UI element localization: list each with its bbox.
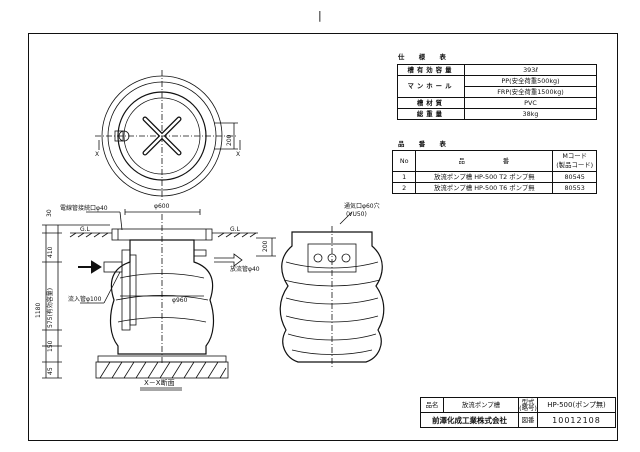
col-code-sub: (製品コード) (556, 161, 594, 169)
top-mark: | (318, 9, 322, 22)
drawing-frame (28, 33, 618, 441)
table-row: 総重量 38kg (397, 108, 597, 120)
col-name: 品 番 (415, 150, 554, 172)
vent-label: 通気口φ60穴 (344, 203, 380, 210)
spec-value: 393ℓ (464, 64, 597, 76)
item-label: 品名 (420, 397, 444, 413)
x-right-label: X (236, 151, 241, 158)
spec-value: FRP(安全荷重1500kg) (464, 86, 597, 98)
dim-575-label: 575(有効容量) (47, 287, 54, 328)
col-no: No (391, 150, 417, 172)
gl-right-label: G.L (230, 226, 240, 233)
diameter-600-label: φ600 (154, 203, 170, 210)
table-row: マンホール PP(安全荷重500kg) (397, 75, 597, 98)
dim-45-label: 45 (47, 367, 54, 375)
part-code: 80545 (552, 171, 597, 183)
drawing-label: 図番 (518, 412, 538, 428)
gl-left-label: G.L (80, 226, 90, 233)
dim-1180-label: 1180 (35, 302, 42, 318)
plan-view (95, 70, 241, 202)
outlet-label: 放流管φ40 (230, 266, 260, 273)
dim-410-label: 410 (47, 246, 54, 258)
dim-200-top-label: 200 (226, 134, 233, 146)
col-code: Mコード (製品コード) (552, 150, 597, 172)
table-row: 槽材質 PVC (397, 97, 597, 109)
cable-port-label: 電線管接続口φ40 (60, 205, 108, 212)
diameter-960-label: φ960 (172, 297, 188, 304)
col-code-label: Mコード (562, 152, 587, 160)
dim-200-side-label: 200 (262, 240, 269, 252)
spec-key: 総重量 (397, 108, 465, 120)
spec-table: 槽有効容量 393ℓ マンホール PP(安全荷重500kg) FRP(安全荷重1… (397, 64, 597, 120)
part-no: 2 (391, 182, 417, 194)
part-code: 80553 (552, 182, 597, 194)
inlet-label: 流入管φ100 (68, 296, 102, 303)
model-label-sub: (略号) (519, 404, 537, 412)
item-name: 放流ポンプ槽 (443, 397, 519, 413)
spec-value: 38kg (464, 108, 597, 120)
table-row: 1 放流ポンプ槽 HP-500 T2 ポンプ無 80545 (391, 171, 597, 183)
leaders (80, 211, 123, 304)
parts-caption: 品 番 表 (398, 140, 450, 148)
vent-sub-label: (VU50) (346, 211, 367, 218)
table-row: 2 放流ポンプ槽 HP-500 T6 ポンプ無 80553 (391, 182, 597, 194)
side-elevation (279, 211, 385, 368)
table-header-row: No 品 番 Mコード (製品コード) (391, 150, 597, 172)
part-name: 放流ポンプ槽 HP-500 T6 ポンプ無 (415, 182, 554, 194)
spec-key: 槽材質 (397, 97, 465, 109)
company-name: 前澤化成工業株式会社 (420, 412, 519, 428)
spec-caption: 仕 様 表 (398, 53, 450, 61)
table-row: 槽有効容量 393ℓ (397, 64, 597, 76)
parts-table: No 品 番 Mコード (製品コード) 1 放流ポンプ槽 HP-500 T2 ポ… (391, 150, 597, 194)
model-label-cell: 型式 (略号) (518, 397, 538, 413)
spec-value: PVC (464, 97, 597, 109)
section-view (42, 209, 276, 391)
x-left-label: X (95, 151, 100, 158)
title-block: 品名 放流ポンプ槽 型式 (略号) HP-500(ポンプ無) 前澤化成工業株式会… (420, 397, 616, 428)
dim-150-label: 150 (47, 340, 54, 352)
table-row: 前澤化成工業株式会社 図番 10012108 (420, 412, 616, 428)
model-label: 型式 (521, 398, 535, 406)
spec-key: マンホール (397, 75, 465, 98)
spec-value: PP(安全荷重500kg) (464, 75, 597, 87)
dim-30-label: 30 (46, 209, 53, 217)
section-label: X－X断面 (144, 379, 175, 387)
part-no: 1 (391, 171, 417, 183)
drawing-number: 10012108 (537, 412, 616, 428)
table-row: 品名 放流ポンプ槽 型式 (略号) HP-500(ポンプ無) (420, 397, 616, 413)
spec-key: 槽有効容量 (397, 64, 465, 76)
part-name: 放流ポンプ槽 HP-500 T2 ポンプ無 (415, 171, 554, 183)
model-value: HP-500(ポンプ無) (537, 397, 616, 413)
